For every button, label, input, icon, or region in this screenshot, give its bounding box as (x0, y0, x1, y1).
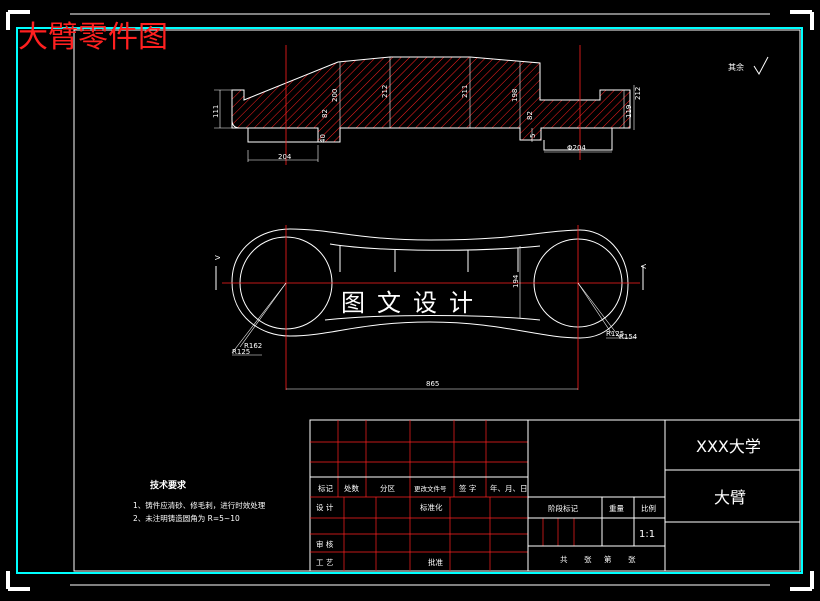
surface-finish-label: 其余 (728, 62, 744, 72)
view-mark-right: V (639, 264, 647, 269)
rev-header-count: 处数 (344, 483, 359, 493)
rev-header-doc: 更改文件号 (414, 484, 447, 493)
tech-requirements-heading: 技术要求 (150, 479, 187, 491)
sheet-index-unit: 张 (628, 555, 636, 564)
sheet-index-label: 第 (604, 554, 612, 564)
tech-requirement-1: 1、铸件应清砂、修毛刺，进行时效处理 (133, 500, 266, 510)
tech-requirements: 技术要求 1、铸件应清砂、修毛刺，进行时效处理 2、未注明铸造圆角为 R=5~1… (133, 479, 266, 523)
dim-212-right: 212 (634, 87, 642, 100)
plan-view (215, 225, 644, 390)
section-view: 111 200 212 211 198 212 119 82 40 82 5 2… (212, 45, 642, 165)
title-block: 标记 处数 分区 更改文件号 签 字 年、月、日 设 计 标准化 审 核 工 艺… (309, 419, 801, 572)
dim-198: 198 (511, 89, 519, 102)
role-process: 工 艺 (316, 558, 333, 567)
stage-mark-label: 阶段标记 (548, 503, 578, 513)
dim-200: 200 (331, 89, 339, 102)
dim-194: 194 (512, 274, 520, 288)
view-mark-left: V (214, 255, 222, 260)
scale-value: 1:1 (639, 529, 655, 540)
dim-r162: R162 (244, 342, 262, 350)
sheet-total-label: 共 (560, 555, 568, 564)
rev-header-sign: 签 字 (459, 483, 476, 493)
role-standardization: 标准化 (420, 502, 443, 512)
dim-82-left: 82 (321, 109, 329, 118)
dim-111: 111 (212, 105, 220, 118)
role-approve: 批准 (428, 557, 443, 567)
surface-finish-mark: 其余 (728, 56, 769, 76)
dim-phi-204: Φ204 (567, 144, 586, 152)
dim-r125-right: R125 (606, 330, 624, 338)
dim-119: 119 (625, 105, 633, 118)
tech-requirement-2: 2、未注明铸造圆角为 R=5~10 (133, 513, 240, 523)
section-hatch (231, 56, 631, 143)
rev-header-date: 年、月、日 (490, 483, 528, 493)
school-name: XXX大学 (696, 437, 761, 456)
dim-212: 212 (381, 85, 389, 98)
dim-r125-left: R125 (232, 348, 250, 356)
dim-82-right: 82 (526, 111, 534, 120)
role-review: 审 核 (316, 539, 334, 549)
part-name: 大臂 (714, 488, 746, 507)
check-icon (753, 56, 769, 76)
dim-211: 211 (461, 85, 469, 98)
watermark-text: 图文设计 (341, 289, 485, 317)
drawing-title: 大臂零件图 (18, 20, 168, 55)
role-design: 设 计 (316, 502, 334, 512)
arm-outline (231, 228, 629, 339)
weight-label: 重量 (609, 504, 624, 513)
dim-5: 5 (529, 134, 537, 138)
dim-r154: R154 (619, 333, 638, 341)
dim-865: 865 (426, 380, 439, 388)
rev-header-mark: 标记 (318, 483, 333, 493)
sheet-total-unit: 张 (584, 555, 592, 564)
rev-header-zone: 分区 (380, 484, 395, 493)
scale-label: 比例 (641, 503, 656, 513)
drawing-border (16, 27, 803, 574)
sheet-frame (6, 10, 814, 591)
dim-40: 40 (319, 134, 327, 143)
dim-204: 204 (278, 153, 292, 161)
